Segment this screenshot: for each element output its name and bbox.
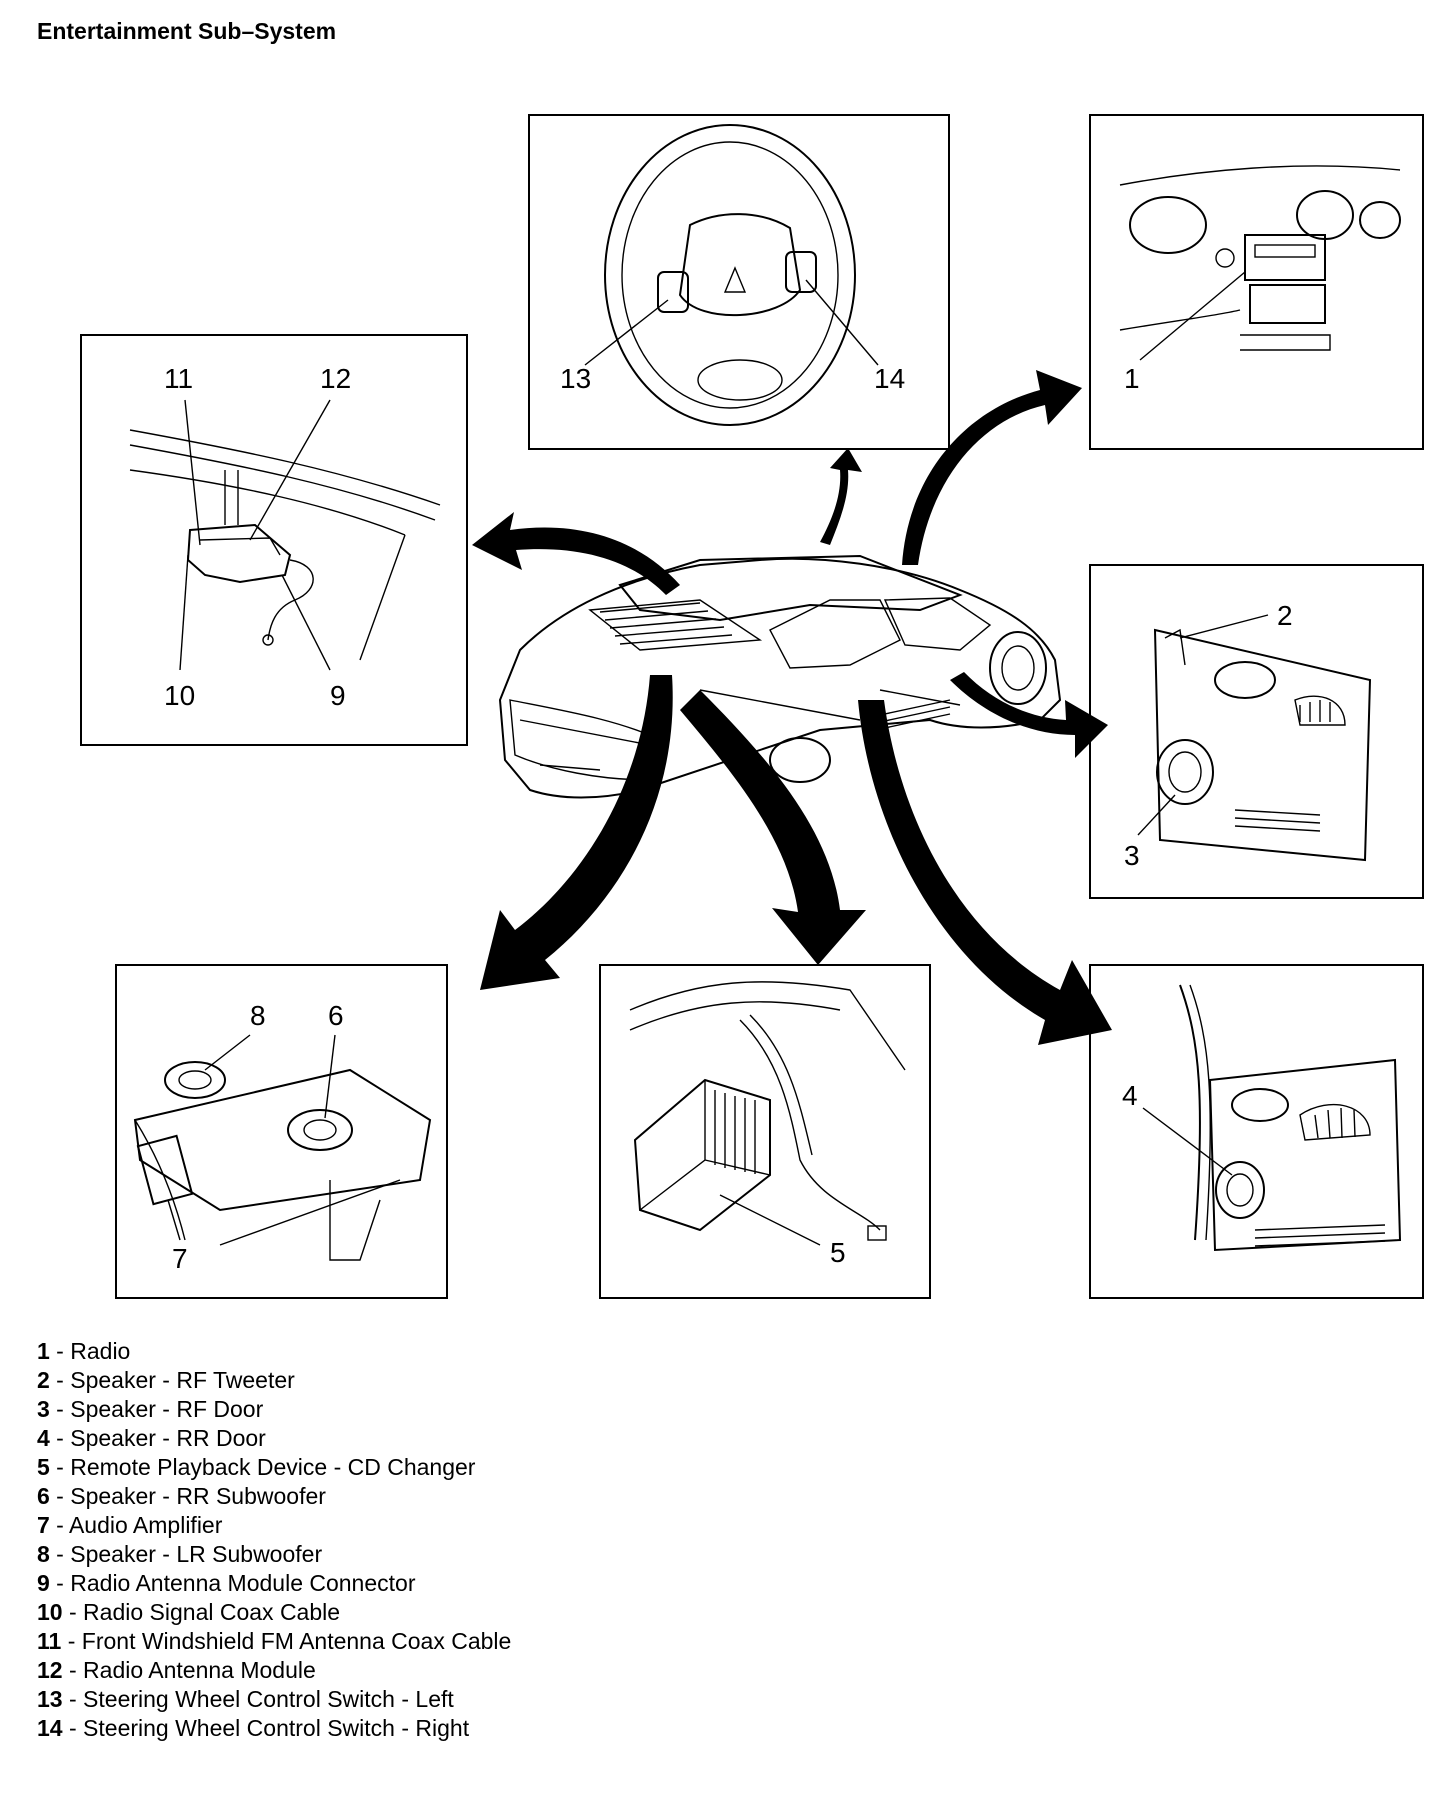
callout-5: 5 [830,1237,846,1268]
legend-item-separator: - [49,1454,71,1480]
legend-item-number: 11 [37,1628,62,1654]
legend-item: 12 - Radio Antenna Module [37,1656,511,1685]
component-locator-diagram: 11 12 10 9 13 14 1 [80,114,1424,1299]
legend-item-separator: - [49,1367,71,1393]
legend-item: 4 - Speaker - RR Door [37,1424,511,1453]
radio-panel: 1 [1089,114,1424,450]
callout-12: 12 [320,363,351,394]
legend-item-label: Audio Amplifier [68,1512,223,1538]
legend-item-separator: - [49,1570,71,1596]
page-title: Entertainment Sub–System [37,18,337,44]
legend-item-number: 7 [37,1512,50,1538]
legend-item: 11 - Front Windshield FM Antenna Coax Ca… [37,1627,511,1656]
legend-item-number: 10 [37,1599,63,1625]
antenna-module-panel: 11 12 10 9 [80,334,468,746]
callout-6: 6 [328,1000,344,1031]
callout-4: 4 [1122,1080,1138,1111]
legend-item-label: Speaker - LR Subwoofer [70,1541,323,1567]
legend-item: 8 - Speaker - LR Subwoofer [37,1540,511,1569]
legend-item-number: 1 [37,1338,50,1364]
legend-item: 9 - Radio Antenna Module Connector [37,1569,511,1598]
legend-item-number: 12 [37,1657,63,1683]
callout-8: 8 [250,1000,266,1031]
legend-item-label: Speaker - RR Subwoofer [70,1483,326,1509]
legend-item-separator: - [61,1628,82,1654]
legend-item: 3 - Speaker - RF Door [37,1395,511,1424]
vehicle-illustration [498,554,1062,799]
legend-item-label: Radio Signal Coax Cable [83,1599,341,1625]
callout-11: 11 [164,363,193,394]
callout-7: 7 [172,1243,188,1274]
legend-item-separator: - [49,1483,71,1509]
legend-item-number: 9 [37,1570,50,1596]
callout-3: 3 [1124,840,1140,871]
legend-item-label: Speaker - RF Door [70,1396,264,1422]
callout-1: 1 [1124,363,1140,394]
legend-item: 2 - Speaker - RF Tweeter [37,1366,511,1395]
legend-item-number: 4 [37,1425,50,1451]
pointer-arrows [472,370,1112,1045]
legend-item-separator: - [49,1425,71,1451]
legend-item-separator: - [62,1686,84,1712]
legend-item: 6 - Speaker - RR Subwoofer [37,1482,511,1511]
legend-item: 13 - Steering Wheel Control Switch - Lef… [37,1685,511,1714]
legend-item: 14 - Steering Wheel Control Switch - Rig… [37,1714,511,1743]
legend-item: 5 - Remote Playback Device - CD Changer [37,1453,511,1482]
legend-item: 7 - Audio Amplifier [37,1511,511,1540]
legend-item-label: Front Windshield FM Antenna Coax Cable [81,1628,512,1654]
legend-item-number: 14 [37,1715,63,1741]
legend-item-number: 13 [37,1686,63,1712]
legend-item-label: Steering Wheel Control Switch - Right [83,1715,470,1741]
callout-13: 13 [560,363,591,394]
callout-14: 14 [874,363,905,394]
legend-item-number: 8 [37,1541,50,1567]
legend-item-separator: - [49,1396,71,1422]
rear-door-panel: 4 [1089,964,1424,1299]
legend-item-number: 6 [37,1483,50,1509]
legend-item-separator: - [62,1715,84,1741]
legend-item-number: 3 [37,1396,50,1422]
legend-item-separator: - [49,1512,69,1538]
callout-10: 10 [164,680,195,711]
cd-changer-panel: 5 [599,964,931,1299]
legend-item-separator: - [62,1657,84,1683]
legend-item-number: 2 [37,1367,50,1393]
legend-item-label: Radio Antenna Module Connector [70,1570,416,1596]
legend-item: 1 - Radio [37,1337,511,1366]
legend-item-label: Remote Playback Device - CD Changer [70,1454,476,1480]
legend-item: 10 - Radio Signal Coax Cable [37,1598,511,1627]
legend-item-label: Radio Antenna Module [83,1657,316,1683]
callout-9: 9 [330,680,346,711]
legend-item-label: Speaker - RF Tweeter [70,1367,295,1393]
legend-item-label: Radio [70,1338,131,1364]
legend-item-separator: - [49,1338,71,1364]
legend-item-label: Steering Wheel Control Switch - Left [83,1686,454,1712]
legend-item-separator: - [49,1541,71,1567]
callout-2: 2 [1277,600,1293,631]
steering-wheel-panel: 13 14 [528,114,950,450]
rear-shelf-panel: 8 6 7 [115,964,448,1299]
legend-item-label: Speaker - RR Door [70,1425,266,1451]
front-door-panel: 2 3 [1089,564,1424,899]
legend-item-separator: - [62,1599,84,1625]
legend-item-number: 5 [37,1454,50,1480]
